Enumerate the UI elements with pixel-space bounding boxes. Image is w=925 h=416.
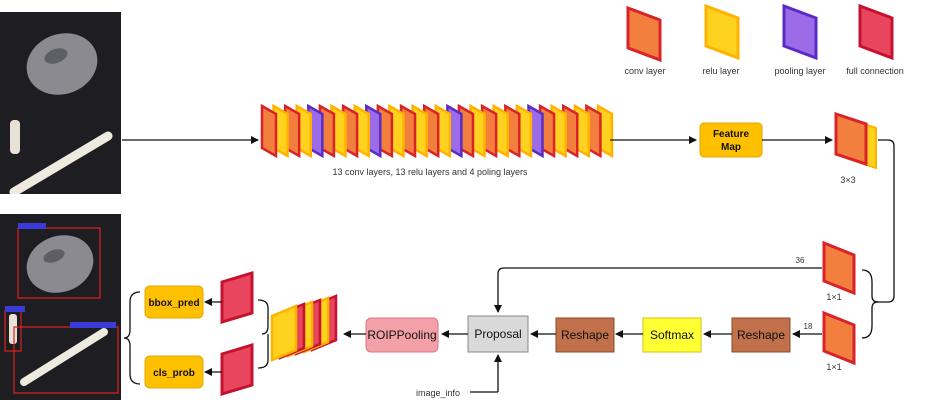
detection-box-pen	[13, 326, 119, 394]
reshape-left-box: Reshape	[555, 317, 615, 353]
cls-prob-box: cls_prob	[144, 355, 204, 389]
reshape-left-label: Reshape	[561, 328, 609, 342]
softmax-box: Softmax	[642, 317, 702, 353]
mouse-object	[26, 33, 98, 95]
legend-relu-icon	[704, 3, 740, 61]
reshape-right-box: Reshape	[731, 317, 791, 353]
input-image-drawing	[0, 12, 121, 197]
channels-18-label: 18	[804, 322, 813, 331]
legend-fc-label: full connection	[846, 66, 904, 76]
softmax-label: Softmax	[650, 328, 694, 342]
roipooling-label: ROIPPooling	[367, 328, 436, 342]
channels-36-label: 36	[796, 256, 805, 265]
legend-pooling-icon	[782, 3, 818, 61]
fc-output-brace	[257, 299, 269, 369]
split-brace	[861, 269, 879, 339]
bbox-pred-box: bbox_pred	[144, 285, 204, 319]
rpn-conv-1x1-reg-layer	[822, 240, 856, 296]
legend-pooling-label: pooling layer	[774, 66, 825, 76]
reg-to-proposal-arrow	[494, 267, 822, 313]
legend-conv-label: conv layer	[624, 66, 665, 76]
rpn-conv-1x1-cls-layer	[822, 310, 856, 366]
conv3-to-1x1-connector	[876, 139, 895, 303]
backbone-caption: 13 conv layers, 13 relu layers and 4 pol…	[332, 167, 528, 177]
output-brace	[123, 291, 141, 385]
rpn-conv-3x3-layer	[834, 111, 877, 170]
bbox-pred-label: bbox_pred	[148, 298, 199, 309]
feature-map-label-line2: Map	[721, 142, 741, 153]
legend-conv-icon	[626, 5, 662, 63]
cls-prob-label: cls_prob	[153, 368, 195, 379]
kernel-1x1-top-label: 1×1	[826, 292, 841, 302]
cls-fc-layer	[220, 342, 254, 397]
legend: conv layer relu layer pooling layer full…	[624, 3, 904, 76]
usb-object	[10, 120, 20, 154]
proposal-box: Proposal	[467, 315, 529, 353]
kernel-3x3-label: 3×3	[840, 175, 855, 185]
fc-layer-stack	[270, 294, 338, 362]
relu-layer	[270, 304, 298, 362]
reshape-right-label: Reshape	[737, 328, 785, 342]
bbox-fc-layer	[220, 270, 254, 325]
feature-map-box: Feature Map	[699, 122, 763, 158]
backbone-layer-stack	[260, 103, 614, 159]
output-image	[0, 214, 121, 400]
input-image	[0, 12, 121, 197]
image-info-label: image_info	[416, 388, 460, 398]
proposal-label: Proposal	[474, 327, 521, 341]
conv-layer	[260, 103, 278, 159]
feature-map-label-line1: Feature	[713, 129, 750, 140]
pen-object	[9, 131, 113, 197]
output-image-drawing	[0, 214, 121, 400]
detection-box-mouse	[17, 227, 101, 299]
legend-relu-label: relu layer	[702, 66, 739, 76]
legend-fc-icon	[858, 3, 894, 61]
roipooling-box: ROIPPooling	[365, 317, 439, 353]
kernel-1x1-bottom-label: 1×1	[826, 362, 841, 372]
